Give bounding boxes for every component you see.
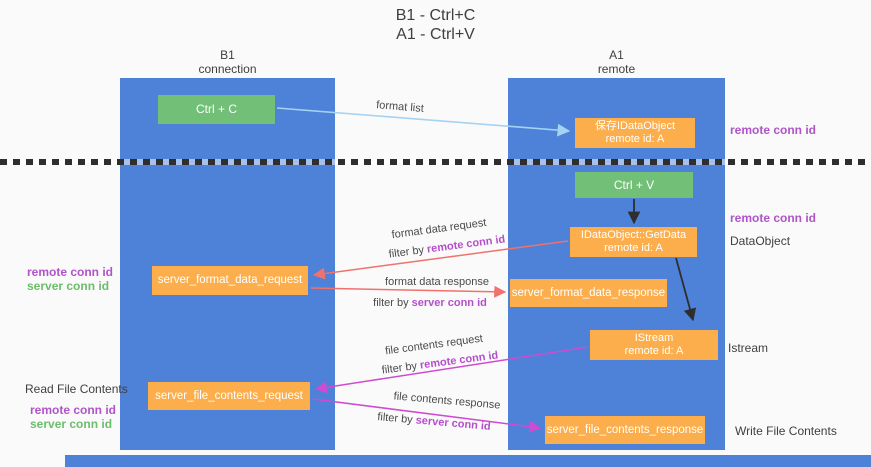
node-istream-line2: remote id: A [624, 345, 684, 357]
diagram-title: B1 - Ctrl+C A1 - Ctrl+V [0, 6, 871, 44]
node-ctrl-c-label: Ctrl + C [195, 102, 237, 116]
node-server-format-data-response-label: server_format_data_response [511, 286, 666, 299]
right-label-remote-conn-id-1: remote conn id [730, 123, 817, 137]
lifeline-b1-name: B1 [220, 48, 235, 62]
label-filter-by-server-1: filter by server conn id [373, 297, 487, 309]
node-server-format-data-request: server_format_data_request [152, 266, 308, 295]
arrow-file-contents-request [314, 346, 589, 394]
left-label-remote-conn-id-2: remote conn id [30, 403, 117, 417]
phase-separator-dashed-line [0, 159, 871, 165]
lifeline-header-a1: A1 remote [508, 48, 725, 76]
title-line-1: B1 - Ctrl+C [395, 7, 476, 24]
filter-by-text: filter by [373, 297, 412, 309]
node-save-idataobject-line2: remote id: A [605, 133, 665, 145]
left-label-remote-conn-id-1: remote conn id [27, 265, 114, 279]
arrow-format-list [276, 107, 571, 137]
right-label-dataobject: DataObject [730, 234, 791, 248]
node-ctrl-c: Ctrl + C [158, 95, 275, 124]
node-save-idataobject: 保存IDataObject remote id: A [575, 118, 695, 148]
node-server-file-contents-request-label: server_file_contents_request [155, 389, 303, 402]
node-ctrl-v-label: Ctrl + V [613, 177, 655, 192]
left-label-server-conn-id-2: server conn id [30, 417, 113, 431]
arrow-file-contents-response [312, 398, 542, 433]
node-server-format-data-response: server_format_data_response [510, 279, 667, 307]
node-istream: IStream remote id: A [590, 330, 718, 360]
arrow-format-data-response [310, 285, 507, 298]
node-server-format-data-request-label: server_format_data_request [157, 274, 303, 286]
arrow-format-data-request [312, 240, 569, 280]
title-line-2: A1 - Ctrl+V [396, 26, 475, 43]
bottom-blue-strip [65, 455, 871, 467]
left-label-read-file-contents: Read File Contents [25, 382, 128, 396]
node-ctrl-v: Ctrl + V [575, 172, 693, 198]
node-getdata-line2: remote id: A [604, 242, 663, 254]
arrow-getdata-to-istream [675, 257, 697, 322]
right-label-istream: Istream [728, 341, 769, 355]
node-idataobject-getdata: IDataObject::GetData remote id: A [570, 227, 697, 257]
node-getdata-line1: IDataObject::GetData [580, 229, 687, 241]
server-conn-id-text: server conn id [411, 297, 487, 309]
right-label-write-file-contents: Write File Contents [735, 424, 837, 438]
node-save-idataobject-line1: 保存IDataObject [594, 120, 676, 132]
node-server-file-contents-response-label: server_file_contents_response [546, 423, 704, 436]
right-label-remote-conn-id-2: remote conn id [730, 211, 817, 225]
label-format-data-response: format data response [385, 276, 489, 288]
lifeline-a1-role: remote [597, 62, 636, 76]
node-istream-line1: IStream [634, 332, 674, 344]
node-server-file-contents-response: server_file_contents_response [545, 416, 705, 444]
lifeline-header-b1: B1 connection [120, 48, 335, 76]
node-server-file-contents-request: server_file_contents_request [148, 382, 310, 410]
lifeline-b1-role: connection [198, 62, 257, 76]
left-label-server-conn-id-1: server conn id [27, 279, 110, 293]
lifeline-a1-name: A1 [609, 48, 624, 62]
